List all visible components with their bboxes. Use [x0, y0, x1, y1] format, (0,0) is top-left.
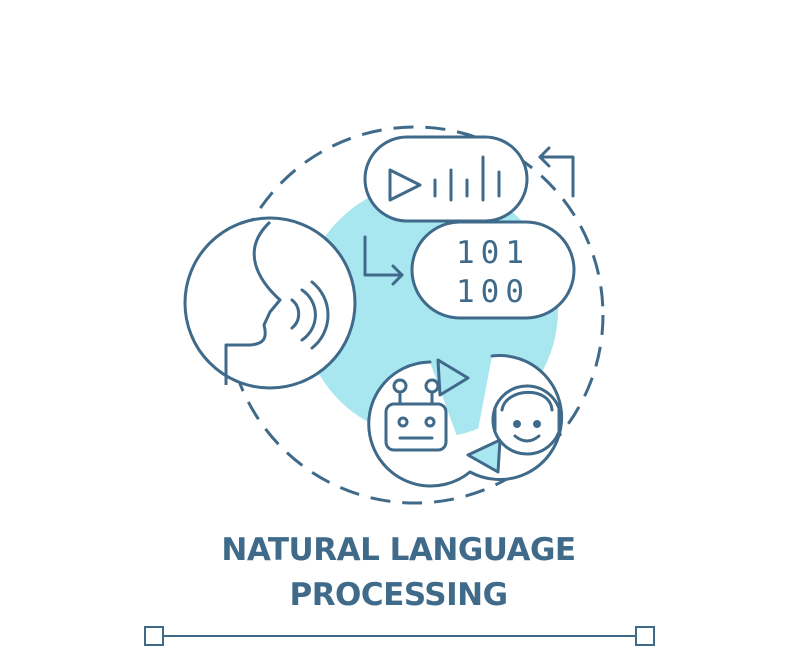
down-right-arrow-icon: [363, 235, 404, 286]
return-arrow-icon: [538, 146, 575, 198]
bottom-divider: [144, 626, 655, 646]
play-audio-bubble-icon: [363, 135, 529, 223]
binary-row-1: 101: [456, 235, 530, 271]
binary-code-bubble-icon: 101 100: [410, 220, 576, 320]
caption-line-2: PROCESSING: [289, 577, 508, 613]
person-face-icon: [491, 384, 563, 456]
robot-icon: [384, 378, 448, 452]
caption-line-1: NATURAL LANGUAGE: [221, 532, 576, 568]
human-head-speaking-icon: [183, 216, 357, 390]
sound-waves-icon: [290, 280, 330, 350]
binary-row-2: 100: [456, 274, 530, 310]
